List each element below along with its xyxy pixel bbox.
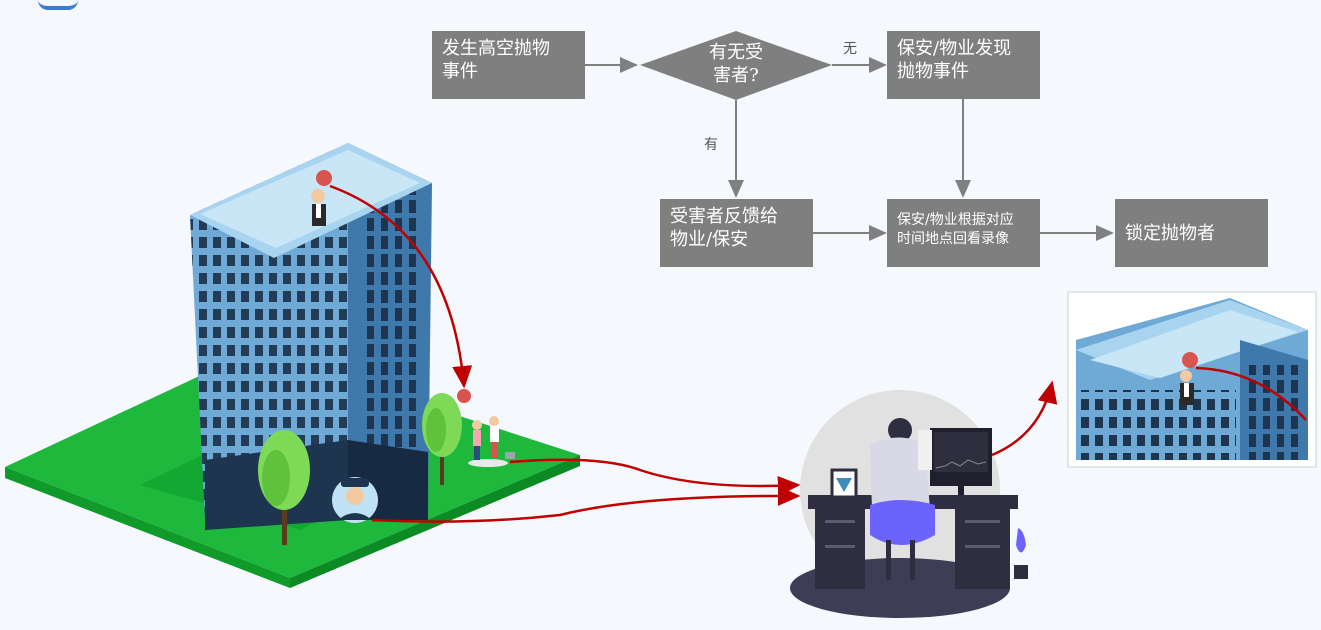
security-found-box: 保安/物业发现 抛物事件 (887, 31, 1040, 99)
security-found-line2: 抛物事件 (897, 61, 969, 82)
corner-decoration (38, 0, 78, 10)
lock-thrower-box: 锁定抛物者 (1115, 199, 1268, 267)
operator-at-monitor-illustration (790, 390, 1028, 618)
victim-feedback-line1: 受害者反馈给 (670, 206, 778, 227)
decision-line2: 害者? (713, 65, 759, 86)
security-found-line1: 保安/物业发现 (897, 38, 1012, 59)
start-event-line1: 发生高空抛物 (442, 38, 550, 59)
surveillance-zoom-inset (1067, 291, 1317, 468)
review-video-line2: 时间地点回看录像 (897, 231, 1009, 247)
victim-feedback-line2: 物业/保安 (670, 229, 749, 250)
security-guard-avatar-icon (332, 477, 378, 523)
no-branch-label: 无 (843, 41, 857, 57)
decision-line1: 有无受 (709, 42, 763, 63)
start-event-box: 发生高空抛物 事件 (432, 31, 585, 99)
victim-feedback-box: 受害者反馈给 物业/保安 (660, 199, 813, 267)
falling-object-icon (457, 389, 471, 403)
flowchart-connectors (585, 57, 1114, 241)
person-throwing-object-icon (311, 170, 332, 226)
start-event-line2: 事件 (442, 61, 478, 82)
review-video-line1: 保安/物业根据对应 (897, 212, 1014, 228)
lock-thrower-label: 锁定抛物者 (1125, 222, 1215, 244)
tree-icon (258, 393, 462, 545)
review-video-box: 保安/物业根据对应 时间地点回看录像 (887, 199, 1040, 267)
decision-label: 有无受 害者? (681, 41, 791, 87)
red-trajectory-paths (329, 184, 1058, 523)
yes-branch-label: 有 (704, 137, 718, 153)
decision-diamond (640, 31, 832, 100)
office-building-icon (190, 143, 432, 530)
pedestrians-icon (468, 416, 515, 467)
